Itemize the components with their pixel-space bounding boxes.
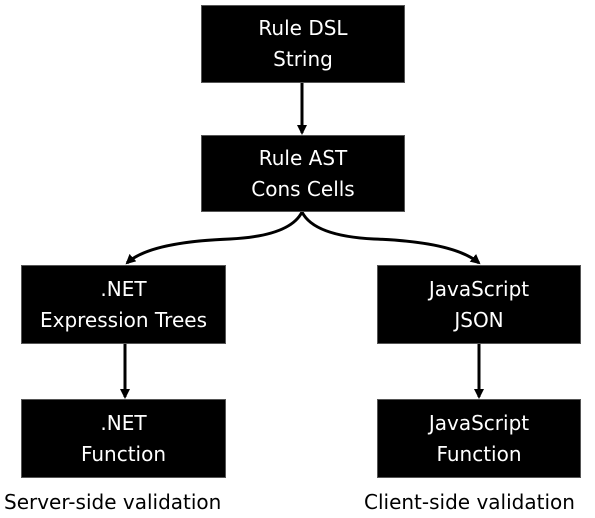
node-javascript-function: JavaScript Function <box>377 399 581 478</box>
node-rule-ast-line2: Cons Cells <box>251 176 355 201</box>
node-javascript-json-line1: JavaScript <box>428 276 530 301</box>
node-net-expression-trees-line1: .NET <box>100 276 147 301</box>
node-net-function-line2: Function <box>80 441 167 466</box>
arrow-ast-to-js-json <box>300 211 481 265</box>
caption-client-side: Client-side validation <box>364 490 575 514</box>
node-javascript-function-line1: JavaScript <box>428 410 530 435</box>
node-net-expression-trees: .NET Expression Trees <box>21 265 226 344</box>
node-rule-dsl-line2: String <box>273 47 333 71</box>
node-rule-dsl: Rule DSL String <box>201 5 405 83</box>
arrow-ast-to-net-expr <box>125 211 304 265</box>
node-rule-ast: Rule AST Cons Cells <box>201 135 405 212</box>
node-javascript-json: JavaScript JSON <box>377 265 581 344</box>
node-javascript-json-line2: JSON <box>454 307 504 332</box>
node-net-function: .NET Function <box>21 399 226 478</box>
node-rule-ast-line1: Rule AST <box>258 145 348 170</box>
node-javascript-function-line2: Function <box>436 441 522 466</box>
caption-server-side: Server-side validation <box>4 490 222 514</box>
node-rule-dsl-line1: Rule DSL <box>258 16 348 40</box>
node-net-function-line1: .NET <box>100 410 147 435</box>
node-net-expression-trees-line2: Expression Trees <box>39 307 207 332</box>
